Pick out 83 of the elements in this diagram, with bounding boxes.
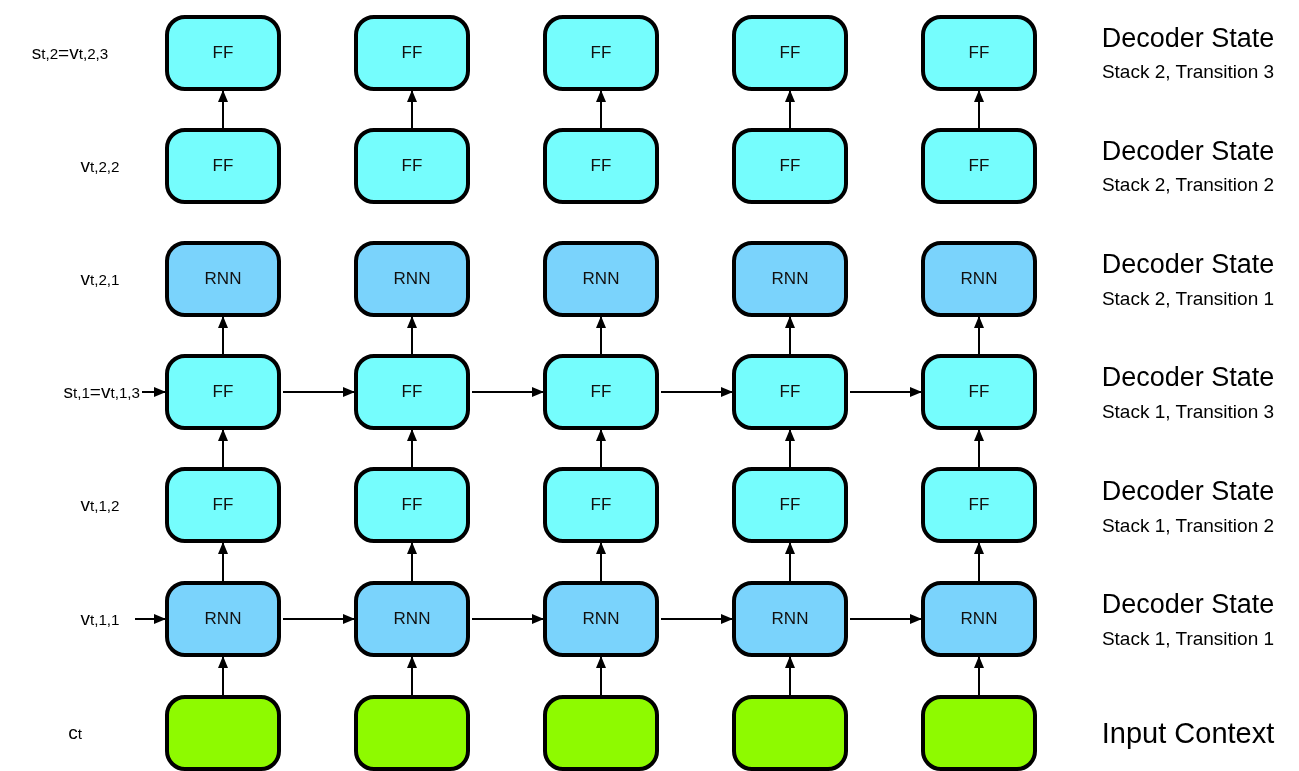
- arrow: [849, 614, 922, 624]
- rnn-box: RNN: [921, 241, 1037, 317]
- arrow: [785, 542, 795, 582]
- arrow: [596, 316, 606, 355]
- state-description: Stack 2, Transition 1: [1101, 288, 1275, 310]
- context-box: [543, 695, 659, 771]
- arrow: [218, 542, 228, 582]
- feedforward-box: FF: [921, 15, 1037, 91]
- rnn-box: RNN: [354, 581, 470, 657]
- feedforward-box: FF: [732, 467, 848, 543]
- context-box: [921, 695, 1037, 771]
- feedforward-box: FF: [543, 128, 659, 204]
- arrow: [974, 90, 984, 129]
- feedforward-box: FF: [921, 128, 1037, 204]
- arrow: [471, 614, 544, 624]
- arrow: [407, 656, 417, 696]
- arrow: [596, 429, 606, 468]
- rnn-box: RNN: [354, 241, 470, 317]
- feedforward-box: FF: [543, 15, 659, 91]
- arrow: [596, 542, 606, 582]
- state-description: Stack 2, Transition 3: [1101, 61, 1275, 83]
- state-description: Stack 2, Transition 2: [1101, 174, 1275, 196]
- state-heading: Decoder State: [1101, 475, 1275, 507]
- arrow: [974, 656, 984, 696]
- context-box: [165, 695, 281, 771]
- feedforward-box: FF: [732, 15, 848, 91]
- rnn-box: RNN: [732, 581, 848, 657]
- arrow: [471, 387, 544, 397]
- arrow: [218, 90, 228, 129]
- arrow: [660, 387, 733, 397]
- feedforward-box: FF: [165, 354, 281, 430]
- arrow: [660, 614, 733, 624]
- state-heading: Decoder State: [1101, 135, 1275, 167]
- rnn-box: RNN: [921, 581, 1037, 657]
- feedforward-box: FF: [354, 467, 470, 543]
- feedforward-box: FF: [165, 128, 281, 204]
- arrow: [218, 316, 228, 355]
- feedforward-box: FF: [165, 15, 281, 91]
- arrow: [282, 614, 355, 624]
- rnn-box: RNN: [165, 581, 281, 657]
- arrow: [407, 542, 417, 582]
- feedforward-box: FF: [732, 128, 848, 204]
- state-heading: Decoder State: [1101, 22, 1275, 54]
- arrow: [974, 316, 984, 355]
- feedforward-box: FF: [354, 128, 470, 204]
- rnn-box: RNN: [732, 241, 848, 317]
- arrow: [785, 429, 795, 468]
- arrow: [596, 90, 606, 129]
- state-heading: Decoder State: [1101, 248, 1275, 280]
- context-box: [354, 695, 470, 771]
- feedforward-box: FF: [921, 354, 1037, 430]
- state-heading: Decoder State: [1101, 361, 1275, 393]
- arrow: [785, 656, 795, 696]
- arrow: [407, 429, 417, 468]
- arrow: [282, 387, 355, 397]
- arrow: [141, 387, 166, 397]
- arrow: [974, 542, 984, 582]
- feedforward-box: FF: [732, 354, 848, 430]
- arrow: [785, 90, 795, 129]
- rnn-box: RNN: [165, 241, 281, 317]
- feedforward-box: FF: [543, 467, 659, 543]
- context-heading: Input Context: [1101, 716, 1275, 750]
- arrow: [849, 387, 922, 397]
- arrow: [407, 316, 417, 355]
- arrow: [218, 429, 228, 468]
- feedforward-box: FF: [543, 354, 659, 430]
- arrow: [134, 614, 166, 624]
- rnn-box: RNN: [543, 241, 659, 317]
- state-description: Stack 1, Transition 2: [1101, 515, 1275, 537]
- arrow: [785, 316, 795, 355]
- state-description: Stack 1, Transition 3: [1101, 401, 1275, 423]
- arrow: [218, 656, 228, 696]
- feedforward-box: FF: [354, 15, 470, 91]
- arrow: [407, 90, 417, 129]
- feedforward-box: FF: [354, 354, 470, 430]
- arrow: [974, 429, 984, 468]
- feedforward-box: FF: [921, 467, 1037, 543]
- feedforward-box: FF: [165, 467, 281, 543]
- context-box: [732, 695, 848, 771]
- state-heading: Decoder State: [1101, 588, 1275, 620]
- arrow: [596, 656, 606, 696]
- rnn-box: RNN: [543, 581, 659, 657]
- state-description: Stack 1, Transition 1: [1101, 628, 1275, 650]
